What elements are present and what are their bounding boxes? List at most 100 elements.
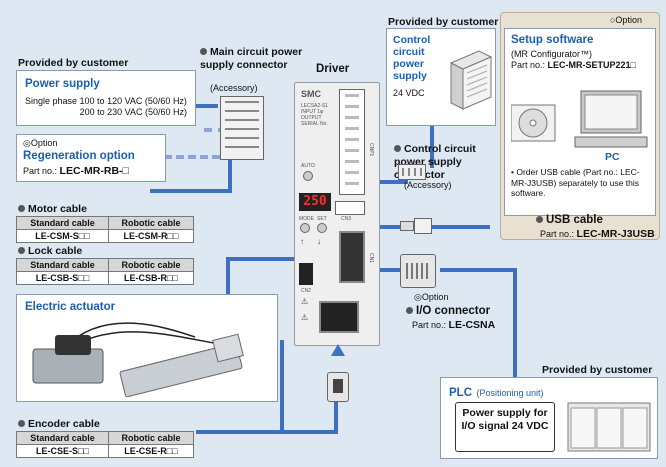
control-power-title: Control circuit power supply — [393, 34, 431, 82]
driver-knob[interactable] — [303, 171, 313, 181]
driver-label-cn3: CN3 — [341, 216, 352, 222]
setup-software-part-row: Part no.: LEC-MR-SETUP221□ — [511, 60, 649, 71]
io-connector-part-no: LE-CSNA — [448, 319, 496, 331]
usb-cable-part-label: Part no.: — [540, 229, 575, 239]
driver-label-mode: MODE — [299, 216, 314, 222]
plc-box: PLC (Positioning unit) Power supply for … — [440, 377, 658, 459]
actuator-title: Electric actuator — [25, 301, 116, 313]
plc-subtitle: (Positioning unit) — [476, 388, 544, 398]
wire-lock-v — [226, 257, 230, 297]
driver-cn3-terminal — [335, 201, 365, 215]
warning-icon: ⚠ — [301, 313, 309, 322]
usb-cable-part-row: Part no.: LEC-MR-J3USB — [540, 228, 655, 241]
setup-software-part-no: LEC-MR-SETUP221□ — [547, 60, 636, 70]
pc-label: PC — [605, 151, 620, 163]
wire-motor-h — [150, 189, 230, 193]
wire-lock-h — [226, 257, 296, 261]
io-connector-icon — [400, 254, 436, 288]
bullet-icon — [536, 214, 546, 226]
regeneration-box: ◎Option Regeneration option Part no.: LE… — [16, 134, 166, 182]
main-power-connector-note: (Accessory) — [210, 83, 258, 93]
up-arrow-icon — [331, 344, 345, 356]
setup-software-part-label: Part no.: — [511, 60, 546, 70]
lock-cable-robotic: LE-CSB-R□□ — [107, 271, 195, 285]
io-connector-part-label: Part no.: — [412, 320, 447, 330]
control-power-voltage: 24 VDC — [393, 88, 425, 98]
driver-cn2-port — [319, 301, 359, 333]
control-connector-icon — [398, 164, 426, 180]
plc-power-box: Power supply for I/O signal 24 VDC — [455, 402, 555, 452]
motor-cable-robotic: LE-CSM-R□□ — [107, 229, 195, 243]
main-power-connector-label: Main circuit power supply connector — [200, 46, 303, 71]
driver-model-line: INPUT 1φ — [301, 109, 324, 115]
encoder-plug-icon — [327, 372, 349, 402]
usb-cable-part-no: LEC-MR-J3USB — [576, 228, 655, 240]
driver-unit: SMC LECSA2-S1 INPUT 1φ OUTPUT SERIAL No.… — [294, 82, 380, 346]
pc-and-cd-icon — [511, 90, 648, 148]
driver-model-line: SERIAL No. — [301, 121, 328, 127]
driver-down-arrow-icon[interactable]: ↓ — [317, 237, 321, 246]
bullet-icon — [18, 245, 28, 257]
power-supply-title: Power supply — [25, 78, 100, 90]
regeneration-part-row: Part no.: LEC-MR-RB-□ — [23, 165, 159, 178]
power-supply-header: Provided by customer — [18, 57, 129, 69]
bullet-icon — [406, 305, 416, 317]
wire-usb-h — [378, 225, 490, 229]
control-power-box: Control circuit power supply 24 VDC — [386, 28, 496, 126]
encoder-cable-standard: LE-CSE-S□□ — [16, 444, 109, 458]
plc-header: Provided by customer — [542, 364, 653, 376]
driver-label-cn1: CN1 — [368, 253, 374, 264]
setup-software-title: Setup software — [511, 34, 594, 46]
lock-cable-header-robotic: Robotic cable — [107, 258, 195, 272]
driver-up-arrow-icon[interactable]: ↑ — [300, 237, 304, 246]
power-supply-line1: Single phase 100 to 120 VAC (50/60 Hz) — [25, 96, 187, 106]
actuator-box: Electric actuator — [16, 294, 278, 402]
lock-cable-standard: LE-CSB-S□□ — [16, 271, 109, 285]
io-connector-part-row: Part no.: LE-CSNA — [412, 319, 495, 332]
bullet-icon: • — [511, 167, 517, 177]
encoder-cable-header-standard: Standard cable — [16, 431, 109, 445]
plc-title: PLC — [449, 387, 472, 399]
bullet-icon — [394, 143, 404, 155]
driver-model-line: LECSA2-S1 — [301, 103, 328, 109]
encoder-cable-robotic: LE-CSE-R□□ — [107, 444, 195, 458]
bullet-icon — [18, 203, 28, 215]
option-panel-mark: ○Option — [610, 15, 642, 25]
driver-cnp1-terminal — [339, 89, 365, 195]
wire-plc-v — [513, 268, 517, 378]
lock-cable-header-standard: Standard cable — [16, 258, 109, 272]
motor-cable-label: Motor cable — [18, 203, 87, 216]
driver-label-auto: AUTO — [301, 163, 315, 169]
io-connector-option-mark: ◎Option — [414, 292, 449, 302]
motor-cable-header-robotic: Robotic cable — [107, 216, 195, 230]
setup-software-note: • Order USB cable (Part no.: LEC-MR-J3US… — [511, 167, 640, 198]
driver-label-set: SET — [317, 216, 327, 222]
regeneration-part-no: LEC-MR-RB-□ — [59, 165, 129, 177]
lock-cable-label: Lock cable — [18, 245, 82, 258]
regeneration-option-mark: ◎Option — [23, 138, 58, 148]
warning-icon: ⚠ — [301, 297, 309, 306]
driver-brand-logo: SMC — [301, 89, 321, 99]
wire-power-h — [178, 104, 218, 108]
terminal-block-icon — [220, 96, 264, 160]
plc-unit-icon — [567, 402, 651, 452]
driver-mode-button[interactable] — [300, 223, 310, 233]
wire-io-h — [378, 268, 408, 272]
power-supply-unit-icon — [449, 50, 493, 110]
wire-encoder-v — [280, 340, 284, 432]
power-supply-line2: 200 to 230 VAC (50/60 Hz) — [79, 107, 187, 117]
regeneration-part-label: Part no.: — [23, 166, 58, 176]
io-connector-label: I/O connector — [406, 304, 490, 318]
power-supply-box: Power supply Single phase 100 to 120 VAC… — [16, 70, 196, 126]
driver-label-cnp1: CNP1 — [368, 143, 374, 157]
regeneration-title: Regeneration option — [23, 150, 135, 162]
driver-set-button[interactable] — [317, 223, 327, 233]
bullet-icon — [18, 418, 28, 430]
wire-encoder-up — [334, 400, 338, 434]
wire-control-v — [430, 100, 434, 168]
driver-model-label: LECSA2-S1 INPUT 1φ OUTPUT SERIAL No. — [301, 103, 328, 127]
usb-cable-label: USB cable — [536, 213, 603, 227]
